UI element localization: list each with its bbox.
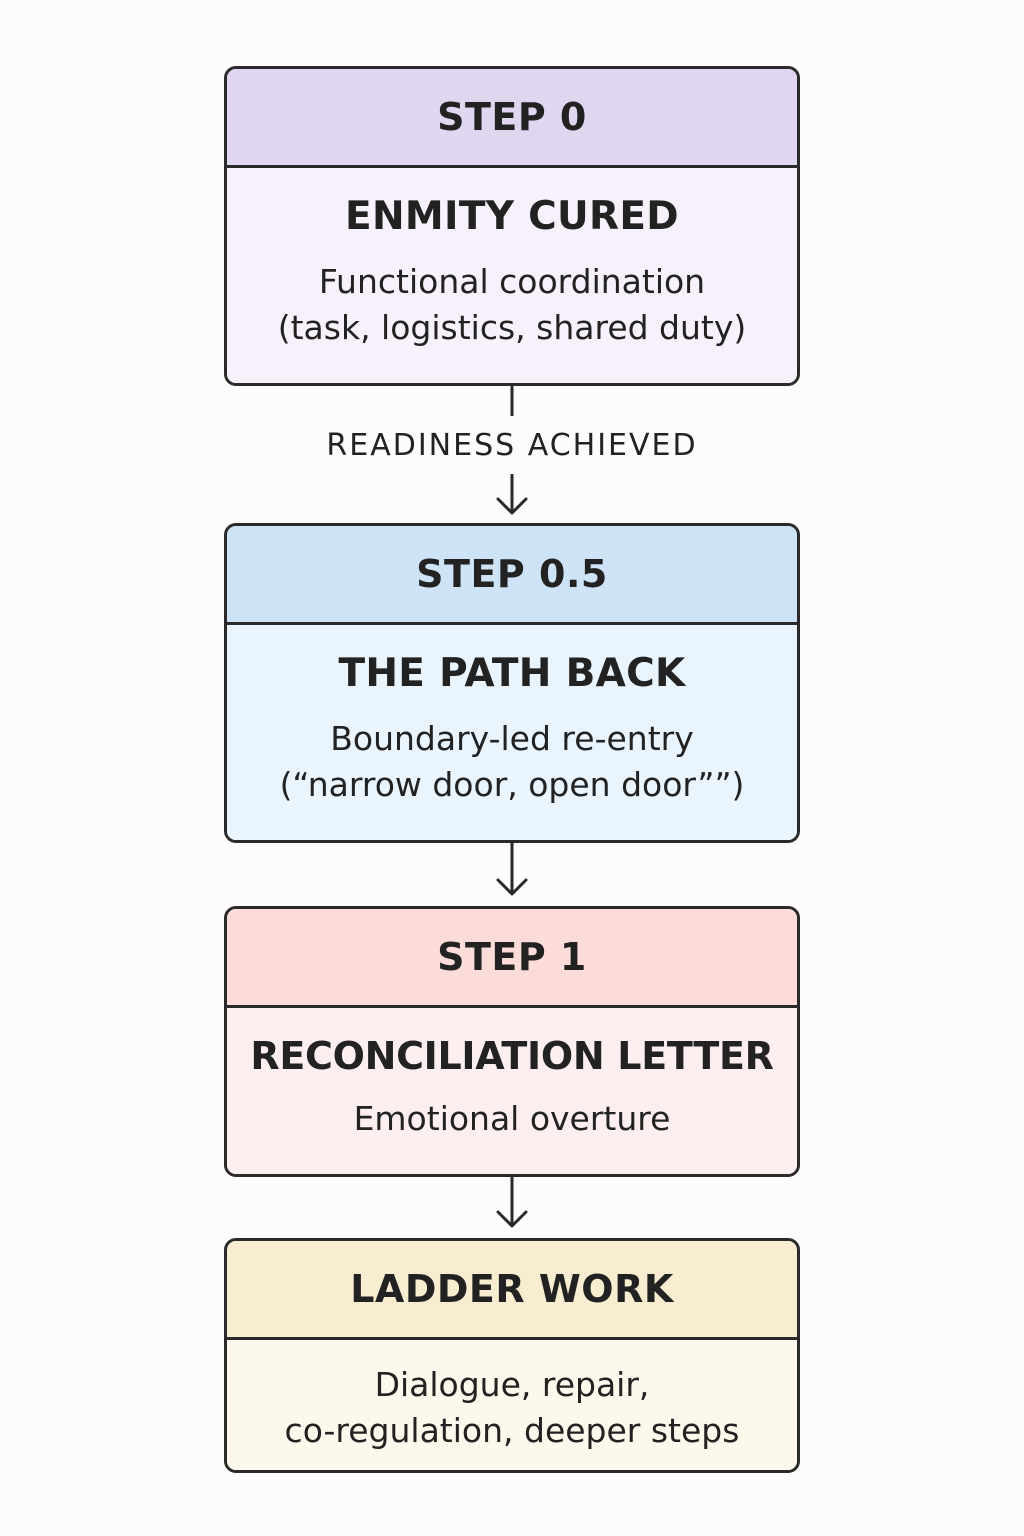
step-body: THE PATH BACK Boundary-led re-entry (“na… [227, 625, 797, 840]
step-box-ladder-work: LADDER WORK Dialogue, repair, co-regulat… [224, 1238, 800, 1473]
step-description: Emotional overture [354, 1096, 671, 1142]
description-line: Dialogue, repair, [374, 1365, 650, 1404]
arrowhead-icon [496, 497, 528, 515]
step-header: STEP 0 [227, 69, 797, 168]
step-body: RECONCILIATION LETTER Emotional overture [227, 1008, 797, 1174]
step-box-1: STEP 1 RECONCILIATION LETTER Emotional o… [224, 906, 800, 1177]
step-header: STEP 0.5 [227, 526, 797, 625]
step-title: RECONCILIATION LETTER [250, 1034, 774, 1078]
step-body: Dialogue, repair, co-regulation, deeper … [227, 1340, 797, 1470]
step-title: THE PATH BACK [338, 651, 686, 696]
step-box-0-5: STEP 0.5 THE PATH BACK Boundary-led re-e… [224, 523, 800, 843]
description-line: Boundary-led re-entry [330, 719, 694, 758]
step-description: Boundary-led re-entry (“narrow door, ope… [280, 716, 745, 808]
step-header: STEP 1 [227, 909, 797, 1008]
arrowhead-icon [496, 878, 528, 896]
step-description: Functional coordination (task, logistics… [278, 259, 747, 351]
description-line: (task, logistics, shared duty) [277, 308, 747, 347]
step-header: LADDER WORK [227, 1241, 797, 1340]
step-description: Dialogue, repair, co-regulation, deeper … [285, 1362, 740, 1454]
step-box-0: STEP 0 ENMITY CURED Functional coordinat… [224, 66, 800, 386]
description-line: Emotional overture [353, 1099, 671, 1138]
step-body: ENMITY CURED Functional coordination (ta… [227, 168, 797, 383]
arrowhead-icon [496, 1210, 528, 1228]
description-line: (“narrow door, open door””) [279, 765, 745, 804]
description-line: Functional coordination [318, 262, 706, 301]
description-line: co-regulation, deeper steps [284, 1411, 740, 1450]
transition-label-readiness: READINESS ACHIEVED [326, 428, 698, 463]
step-title: ENMITY CURED [345, 194, 679, 239]
